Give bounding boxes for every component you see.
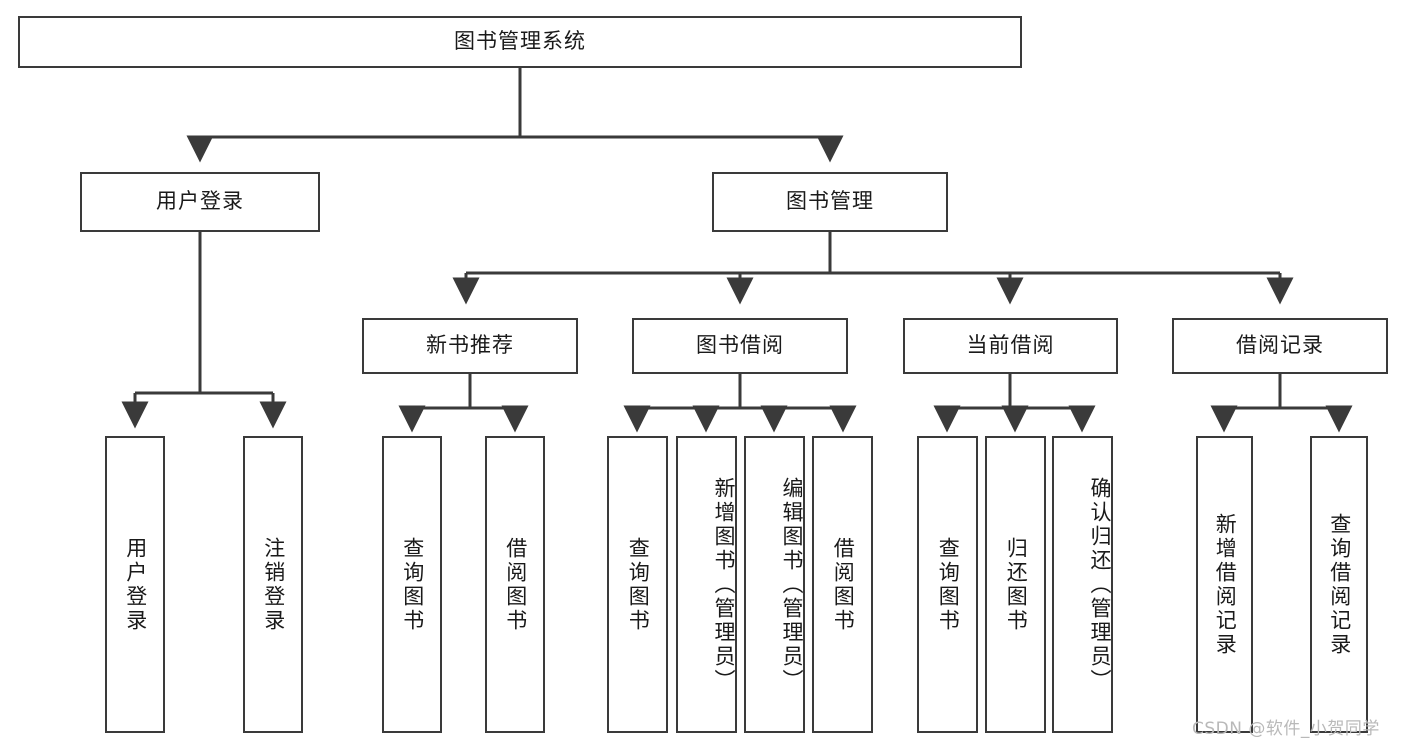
leaf-borrow-book-2[interactable]: 借阅图书 <box>812 436 873 733</box>
leaf-edit-book[interactable]: 编辑图书（管理员） <box>744 436 805 733</box>
watermark-text: CSDN @软件_小贺同学 <box>1192 719 1380 739</box>
node-label: 查询图书 <box>400 536 425 633</box>
leaf-return-book[interactable]: 归还图书 <box>985 436 1046 733</box>
leaf-query-book-2[interactable]: 查询图书 <box>607 436 668 733</box>
node-label: 借阅图书 <box>503 536 528 633</box>
node-user-login[interactable]: 用户登录 <box>80 172 320 232</box>
node-label: 查询图书 <box>936 536 961 633</box>
node-label: 借阅图书 <box>831 536 856 633</box>
node-label: 新增借阅记录 <box>1213 512 1238 657</box>
node-label: 新书推荐 <box>426 333 514 358</box>
node-label: 图书管理系统 <box>454 29 586 54</box>
node-new-book-rec[interactable]: 新书推荐 <box>362 318 578 374</box>
node-book-borrow[interactable]: 图书借阅 <box>632 318 848 374</box>
node-root-system[interactable]: 图书管理系统 <box>18 16 1022 68</box>
node-label: 用户登录 <box>123 536 148 633</box>
node-label: 编辑图书（管理员） <box>780 476 804 693</box>
leaf-query-record[interactable]: 查询借阅记录 <box>1310 436 1368 733</box>
node-label: 借阅记录 <box>1236 333 1324 358</box>
node-label: 注销登录 <box>261 536 286 633</box>
leaf-query-book-1[interactable]: 查询图书 <box>382 436 442 733</box>
node-label: 归还图书 <box>1004 536 1029 633</box>
node-label: 当前借阅 <box>966 333 1055 358</box>
leaf-confirm-return[interactable]: 确认归还（管理员） <box>1052 436 1113 733</box>
node-label: 确认归还（管理员） <box>1088 476 1112 693</box>
node-label: 图书管理 <box>786 189 874 214</box>
node-label: 新增图书（管理员） <box>712 476 736 693</box>
node-label: 图书借阅 <box>696 333 784 358</box>
leaf-add-book[interactable]: 新增图书（管理员） <box>676 436 737 733</box>
node-book-manage[interactable]: 图书管理 <box>712 172 948 232</box>
leaf-user-logout[interactable]: 注销登录 <box>243 436 303 733</box>
leaf-add-record[interactable]: 新增借阅记录 <box>1196 436 1253 733</box>
leaf-query-book-3[interactable]: 查询图书 <box>917 436 978 733</box>
leaf-borrow-book-1[interactable]: 借阅图书 <box>485 436 545 733</box>
node-label: 用户登录 <box>156 189 244 214</box>
node-label: 查询图书 <box>626 536 651 633</box>
node-current-borrow[interactable]: 当前借阅 <box>903 318 1118 374</box>
node-label: 查询借阅记录 <box>1327 512 1352 657</box>
leaf-user-login[interactable]: 用户登录 <box>105 436 165 733</box>
node-borrow-record[interactable]: 借阅记录 <box>1172 318 1388 374</box>
